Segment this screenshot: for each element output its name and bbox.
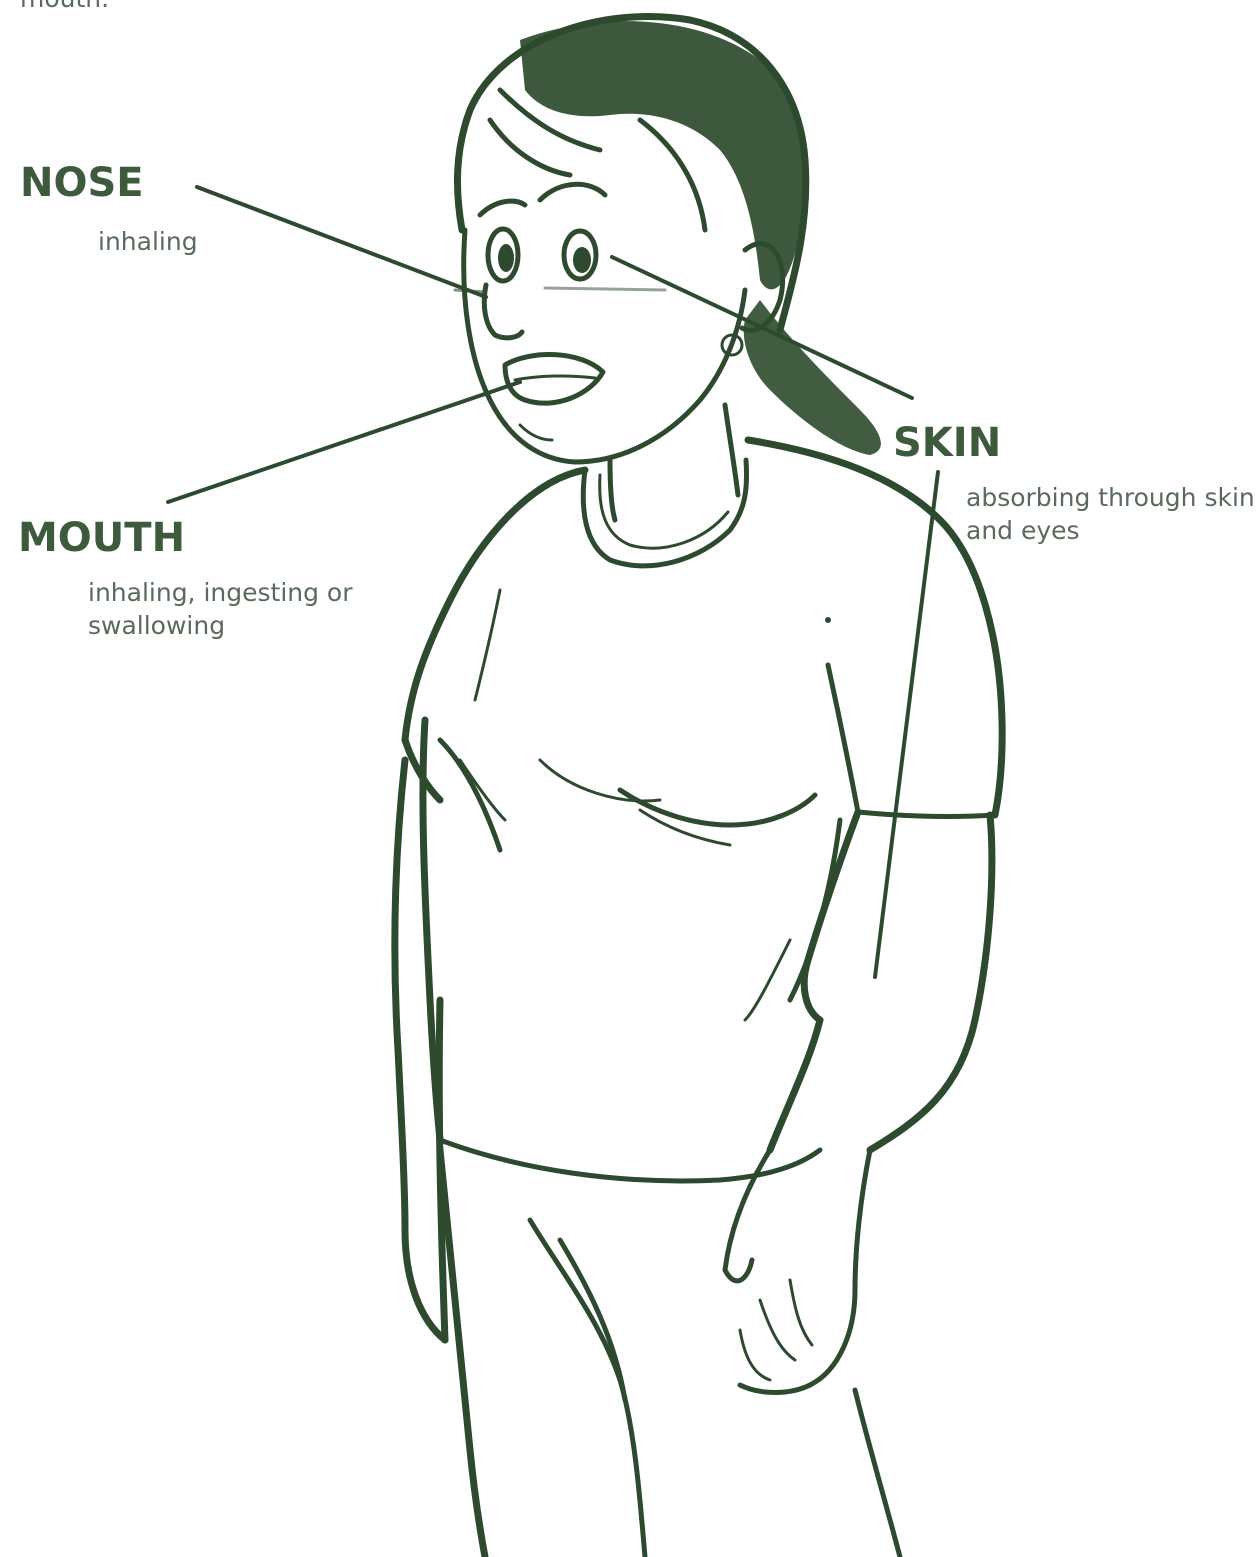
skin-label-description: absorbing through skin and eyes <box>966 482 1256 547</box>
mouth-label-title: MOUTH <box>18 518 185 558</box>
face <box>455 184 783 462</box>
mouth-leader-line <box>168 382 520 502</box>
nose-label-description: inhaling <box>98 226 198 259</box>
nose-leader-line <box>197 187 486 297</box>
nose-label-title: NOSE <box>20 163 144 203</box>
left-arm <box>395 760 445 1340</box>
right-arm <box>725 812 992 1393</box>
mouth-label-description: inhaling, ingesting or swallowing <box>88 577 418 642</box>
hair <box>457 17 805 330</box>
legs <box>440 1150 900 1557</box>
skin-label-title: SKIN <box>893 423 1001 463</box>
skin-arm-leader-line <box>875 472 938 977</box>
